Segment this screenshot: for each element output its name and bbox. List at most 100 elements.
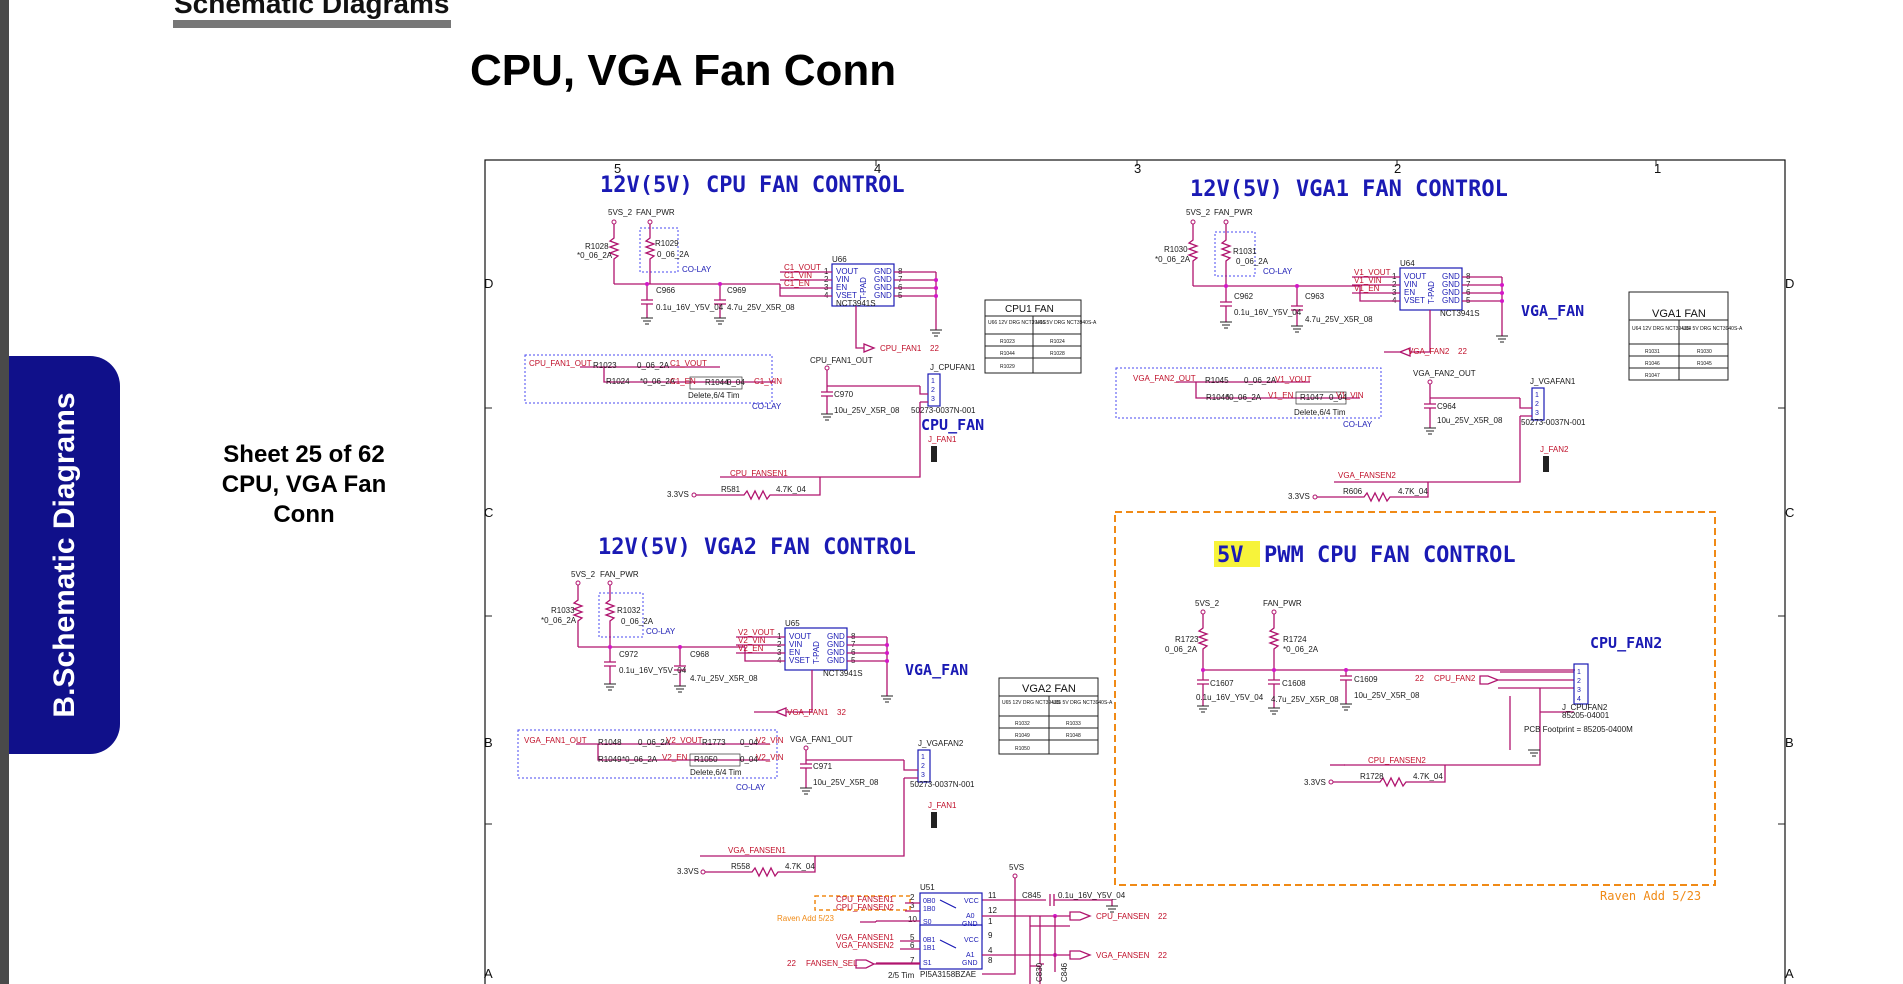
- vga1-ic-pin-vset: VSET: [1404, 296, 1425, 305]
- grid-row-b-left: B: [484, 735, 493, 750]
- pwm-r1728: R1728: [1360, 772, 1384, 781]
- cpu-r1028: R1028: [585, 242, 609, 251]
- vga1-r1045: R1045: [1205, 376, 1229, 385]
- vga2-delete-note: Delete,6/4 Tim: [690, 768, 742, 777]
- vga2-jack-pin2: 2: [921, 763, 925, 770]
- mux-num-5: 5: [910, 933, 915, 942]
- vga1-net-v1vin: V1_VIN: [1354, 276, 1382, 285]
- mux-input-cpu-fansen2: CPU_FANSEN2: [836, 903, 894, 912]
- grid-col-5: 5: [614, 161, 621, 176]
- mux-num-3: 3: [910, 901, 915, 910]
- cpu-jack-pin3: 3: [931, 396, 935, 403]
- mux-rail: 5VS: [1009, 863, 1024, 872]
- vga2-ic-tpad: T-PAD: [812, 641, 821, 664]
- vga1-cell-0-0: R1031: [1645, 349, 1660, 355]
- mux-pin-a1: A1: [966, 952, 975, 959]
- cpu-fan-connector-label: CPU_FAN: [921, 416, 984, 434]
- vga1-fan2-net: VGA_FAN2: [1408, 347, 1450, 356]
- vga2-rail-5vs2: 5VS_2: [571, 570, 596, 579]
- vga1-c962: C962: [1234, 292, 1254, 301]
- vga2-r1048: R1048: [598, 738, 622, 747]
- vga2-ic-pin-vset: VSET: [789, 656, 810, 665]
- vga1-ic-pin-vout: VOUT: [1404, 272, 1426, 281]
- vga2-fan-circuit: 5VS_2 FAN_PWR R1033 *0_06_2A R1032 0_06_…: [517, 570, 975, 878]
- mux-sel-net: FANSEN_SEL: [806, 959, 858, 968]
- vga2-colay-tag: CO-LAY: [646, 627, 676, 636]
- cpu-ic-pin-gnd7: GND: [874, 275, 892, 284]
- mux-num-1: 1: [988, 917, 993, 926]
- mux-out-cpu-fansen: CPU_FANSEN: [1096, 912, 1150, 921]
- page-title: CPU, VGA Fan Conn: [470, 46, 897, 95]
- cpu-ic-pin-gnd6: GND: [874, 283, 892, 292]
- cpu-fan2-connector-label: CPU_FAN2: [1590, 634, 1662, 652]
- grid-row-b-right: B: [1785, 735, 1794, 750]
- mux-num-6: 6: [910, 941, 915, 950]
- vga1-ic-pin-vin: VIN: [1404, 280, 1418, 289]
- section-header-rule: [173, 20, 451, 28]
- pwm-pullup-rail: 3.3VS: [1304, 778, 1326, 787]
- vga2-jack-pin1: 1: [921, 754, 925, 761]
- vga1-mini-jack: J_FAN2: [1540, 445, 1569, 454]
- cpu-c970-value: 10u_25V_X5R_08: [834, 406, 900, 415]
- pwm-jack-pin3: 3: [1577, 687, 1581, 694]
- cpu-c969: C969: [727, 286, 747, 295]
- vga1-c963-value: 4.7u_25V_X5R_08: [1305, 315, 1373, 324]
- cpu-c966: C966: [656, 286, 676, 295]
- mux-num-7: 7: [910, 956, 915, 965]
- pwm-net-cpufan2: CPU_FAN2: [1434, 674, 1476, 683]
- pwm-jack: J_CPUFAN2: [1562, 703, 1608, 712]
- vga1-cell-2-0: R1047: [1645, 373, 1660, 379]
- vga2-r1032: R1032: [617, 606, 641, 615]
- vga2-c971-value: 10u_25V_X5R_08: [813, 778, 879, 787]
- vga1-cell-1-1: R1045: [1697, 361, 1712, 367]
- mux-sel-pin: 22: [787, 959, 796, 968]
- vga1-cell-1-0: R1046: [1645, 361, 1660, 367]
- vga2-net-v2vout: V2_VOUT: [738, 628, 775, 637]
- vga2-cell-0-1: R1033: [1066, 721, 1081, 727]
- vga1-ic-pin-gnd5: GND: [1442, 296, 1460, 305]
- pwm-jack-pin2: 2: [1577, 678, 1581, 685]
- vga2-r558: R558: [731, 862, 751, 871]
- vga2-r1050-value: 0_04: [740, 755, 758, 764]
- pwm-c1607-value: 0.1u_16V_Y5V_04: [1196, 693, 1264, 702]
- mux-num-4: 4: [988, 946, 993, 955]
- cpu-r1023-value: 0_06_2A: [637, 361, 670, 370]
- cpu1-table-title: CPU1 FAN: [1005, 304, 1054, 315]
- pwm-fansen2-net: CPU_FANSEN2: [1368, 756, 1426, 765]
- fan-sense-mux: 5VS U51 PI5A3158BZAE 0B0 1B0 S0 0B1 1B1 …: [777, 863, 1167, 984]
- cpu-ic-pin-vout: VOUT: [836, 267, 858, 276]
- cpu1-cell-1-0: R1044: [1000, 351, 1015, 357]
- cpu1-cell-2-0: R1029: [1000, 364, 1015, 370]
- cpu-jack-pin2: 2: [931, 387, 935, 394]
- vga2-r1050: R1050: [694, 755, 718, 764]
- vga2-c971: C971: [813, 762, 833, 771]
- vga2-fansen1-net: VGA_FANSEN1: [728, 846, 786, 855]
- vga1-fan2-out-net: VGA_FAN2_OUT: [1133, 374, 1196, 383]
- vga1-r1047: R1047: [1300, 393, 1324, 402]
- cpu-c970: C970: [834, 390, 854, 399]
- vga1-delete-note: Delete,6/4 Tim: [1294, 408, 1346, 417]
- cpu-pullup-rail: 3.3VS: [667, 490, 689, 499]
- vga1-table-head-b: U64 5V DRG NCT3940S-A: [1682, 326, 1743, 332]
- vga2-table-head-b: U65 5V DRG NCT3940S-A: [1052, 700, 1113, 706]
- pwm-footprint: PCB Footprint = 85205-0400M: [1524, 725, 1633, 734]
- vga1-fan2-out-label: VGA_FAN2_OUT: [1413, 369, 1476, 378]
- vga1-cell-0-1: R1030: [1697, 349, 1712, 355]
- vga1-v1vin-tag: V1_VIN: [1336, 391, 1364, 400]
- mux-c845-value: 0.1u_16V_Y5V_04: [1058, 891, 1126, 900]
- mux-pin-s1: S1: [923, 960, 932, 967]
- pwm-net-pin: 22: [1415, 674, 1424, 683]
- cpu-r1024: R1024: [606, 377, 630, 386]
- vga2-jack: J_VGAFAN2: [918, 739, 964, 748]
- vga2-cell-1-1: R1048: [1066, 733, 1081, 739]
- vga1-r606-value: 4.7K_04: [1398, 487, 1428, 496]
- vga2-r1773-value: 0_04: [740, 738, 758, 747]
- mux-input-vga-fansen1: VGA_FANSEN1: [836, 933, 894, 942]
- pwm-c1609: C1609: [1354, 675, 1378, 684]
- vga2-cell-0-0: R1032: [1015, 721, 1030, 727]
- vga1-jack-pin1: 1: [1535, 392, 1539, 399]
- vga2-v2vin-tag-2: V2_VIN: [756, 753, 784, 762]
- vga1-r1047-value: 0_04: [1329, 393, 1347, 402]
- vga1-colay-tag: CO-LAY: [1263, 267, 1293, 276]
